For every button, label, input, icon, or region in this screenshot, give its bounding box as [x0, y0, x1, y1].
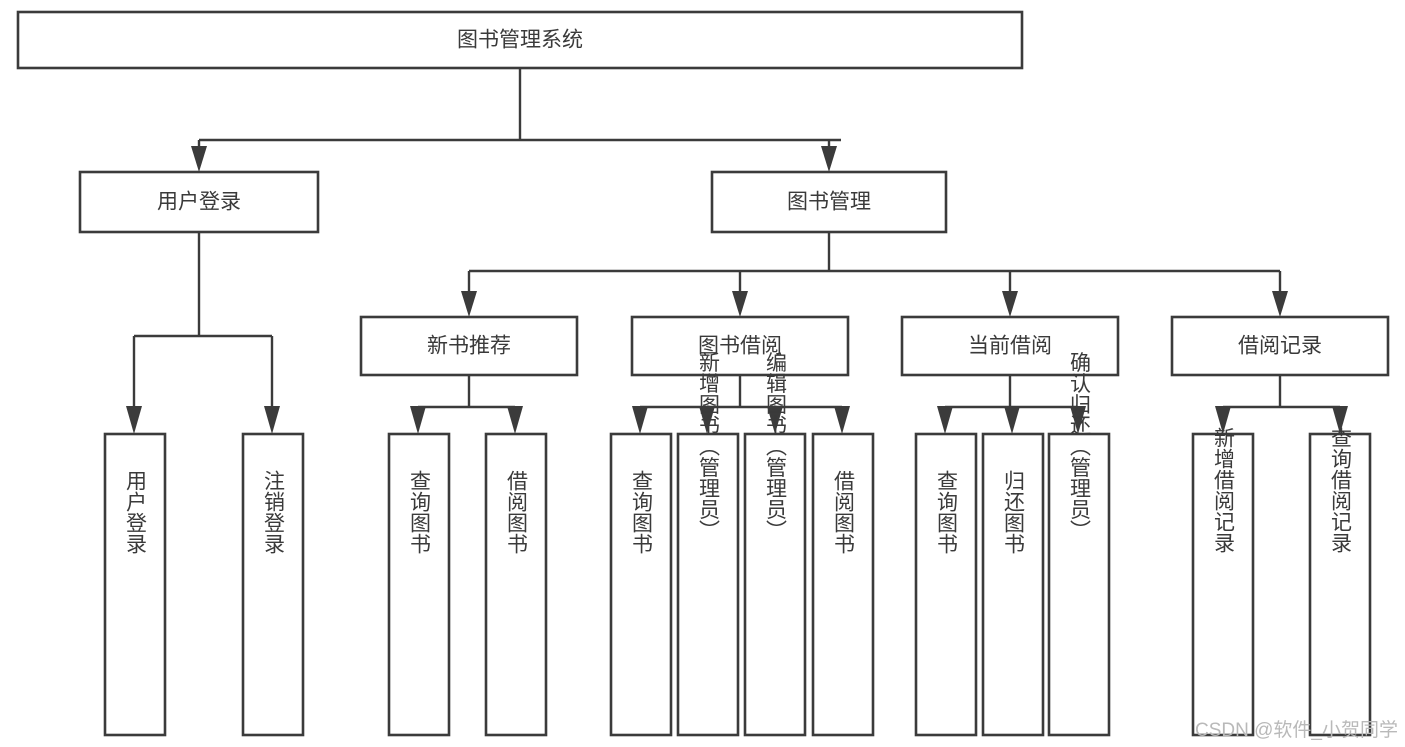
node-new-book-recommend[interactable]: 新书推荐 — [359, 315, 579, 377]
leaf-node-bb-query-book[interactable]: 查询图书 — [609, 432, 673, 737]
node-current-borrow[interactable]: 当前借阅 — [900, 315, 1120, 377]
arrow-head-br-leaf2 — [1332, 406, 1348, 434]
leaf-bb-add-book-box[interactable] — [676, 432, 740, 737]
node-user-login-box[interactable] — [78, 170, 320, 234]
leaf-logout-label: 注销登录 — [262, 470, 286, 554]
arrow-head-nb-leaf2 — [507, 406, 523, 434]
arrow-head-bb-leaf2 — [699, 406, 715, 434]
leaf-nb-borrow-book-label: 借阅图书 — [505, 470, 529, 554]
leaf-node-nb-borrow-book[interactable]: 借阅图书 — [484, 432, 548, 737]
leaf-node-br-query-record[interactable]: 查询借阅记录 — [1308, 427, 1372, 737]
leaf-br-add-record-label: 新增借阅记录 — [1212, 427, 1236, 553]
arrow-head-book-manage — [821, 146, 837, 172]
node-book-manage[interactable]: 图书管理 — [710, 170, 948, 234]
node-book-borrow[interactable]: 图书借阅 — [630, 315, 850, 377]
node-book-manage-box[interactable] — [710, 170, 948, 234]
leaf-bb-edit-book-box[interactable] — [743, 432, 807, 737]
node-new-book-recommend-box[interactable] — [359, 315, 579, 377]
leaf-node-logout[interactable]: 注销登录 — [241, 432, 305, 737]
leaf-br-add-record-box[interactable] — [1191, 432, 1255, 737]
leaf-nb-query-book-box[interactable] — [387, 432, 451, 737]
arrow-head-bb-leaf1 — [632, 406, 648, 434]
leaf-nb-query-book-label: 查询图书 — [408, 470, 432, 554]
leaf-cb-query-book-label: 查询图书 — [935, 470, 959, 554]
node-borrow-record-box[interactable] — [1170, 315, 1390, 377]
leaf-nb-borrow-book-box[interactable] — [484, 432, 548, 737]
leaf-br-query-record-label: 查询借阅记录 — [1329, 427, 1353, 553]
arrow-head-leaf-logout — [264, 406, 280, 434]
leaf-user-login-label: 用户登录 — [124, 470, 148, 554]
arrow-head-br-leaf1 — [1215, 406, 1231, 434]
leaf-logout-box[interactable] — [241, 432, 305, 737]
leaf-node-user-login[interactable]: 用户登录 — [103, 432, 167, 737]
leaf-cb-confirm-return-label: 确认归还（管理员） — [1068, 352, 1092, 541]
leaf-bb-borrow-book-label: 借阅图书 — [832, 470, 856, 554]
connector-group-borrow-record-leaves — [1215, 375, 1348, 434]
leaf-node-cb-query-book[interactable]: 查询图书 — [914, 432, 978, 737]
node-borrow-record[interactable]: 借阅记录 — [1170, 315, 1390, 377]
arrow-head-bb-leaf4 — [834, 406, 850, 434]
arrow-head-cb-leaf2 — [1004, 406, 1020, 434]
arrow-head-user-login — [191, 146, 207, 172]
watermark-label: CSDN @软件_小贺同学 — [1195, 719, 1398, 741]
leaf-cb-confirm-return-box[interactable] — [1047, 432, 1111, 737]
connector-group-user-login-leaves — [126, 232, 280, 434]
connector-group-book-manage-to-level2 — [461, 232, 1288, 317]
node-root-box[interactable] — [16, 10, 1024, 70]
leaf-bb-query-book-box[interactable] — [609, 432, 673, 737]
connector-group-new-book-leaves — [410, 375, 523, 434]
connector-group-root-to-level1 — [191, 68, 841, 172]
connector-group-current-borrow-leaves — [937, 375, 1086, 434]
node-root-label: 图书管理系统 — [457, 29, 583, 52]
arrow-head-nb-leaf1 — [410, 406, 426, 434]
arrow-head-bb-leaf3 — [767, 406, 783, 434]
arrow-head-cb-leaf1 — [937, 406, 953, 434]
node-book-manage-label: 图书管理 — [787, 191, 871, 214]
leaf-bb-edit-book-label: 编辑图书（管理员） — [764, 352, 788, 541]
node-user-login[interactable]: 用户登录 — [78, 170, 320, 234]
arrow-head-cb-leaf3 — [1070, 406, 1086, 434]
leaf-cb-query-book-box[interactable] — [914, 432, 978, 737]
arrow-head-current-borrow — [1002, 291, 1018, 317]
node-root[interactable]: 图书管理系统 — [16, 10, 1024, 70]
node-book-borrow-box[interactable] — [630, 315, 850, 377]
leaf-bb-add-book-label: 新增图书（管理员） — [697, 352, 721, 541]
connector-group-book-borrow-leaves — [632, 375, 850, 434]
arrow-head-book-borrow — [732, 291, 748, 317]
leaf-user-login-box[interactable] — [103, 432, 167, 737]
node-current-borrow-label: 当前借阅 — [968, 335, 1052, 358]
leaf-cb-return-book-label: 归还图书 — [1002, 470, 1026, 554]
leaf-node-cb-return-book[interactable]: 归还图书 — [981, 432, 1045, 737]
leaf-bb-borrow-book-box[interactable] — [811, 432, 875, 737]
node-borrow-record-label: 借阅记录 — [1238, 335, 1322, 358]
arrow-head-leaf-user-login — [126, 406, 142, 434]
leaf-cb-return-book-box[interactable] — [981, 432, 1045, 737]
node-user-login-label: 用户登录 — [157, 191, 241, 214]
node-new-book-recommend-label: 新书推荐 — [427, 335, 511, 358]
leaf-node-cb-confirm-return[interactable]: 确认归还（管理员） — [1047, 352, 1111, 737]
leaf-node-bb-add-book[interactable]: 新增图书（管理员） — [676, 352, 740, 737]
node-current-borrow-box[interactable] — [900, 315, 1120, 377]
leaf-bb-query-book-label: 查询图书 — [630, 470, 654, 554]
arrow-head-new-book — [461, 291, 477, 317]
arrow-head-borrow-record — [1272, 291, 1288, 317]
leaf-node-bb-borrow-book[interactable]: 借阅图书 — [811, 432, 875, 737]
leaf-node-bb-edit-book[interactable]: 编辑图书（管理员） — [743, 352, 807, 737]
leaf-br-query-record-box[interactable] — [1308, 432, 1372, 737]
node-book-borrow-label: 图书借阅 — [698, 335, 782, 358]
leaf-node-br-add-record[interactable]: 新增借阅记录 — [1191, 427, 1255, 737]
leaf-node-nb-query-book[interactable]: 查询图书 — [387, 432, 451, 737]
